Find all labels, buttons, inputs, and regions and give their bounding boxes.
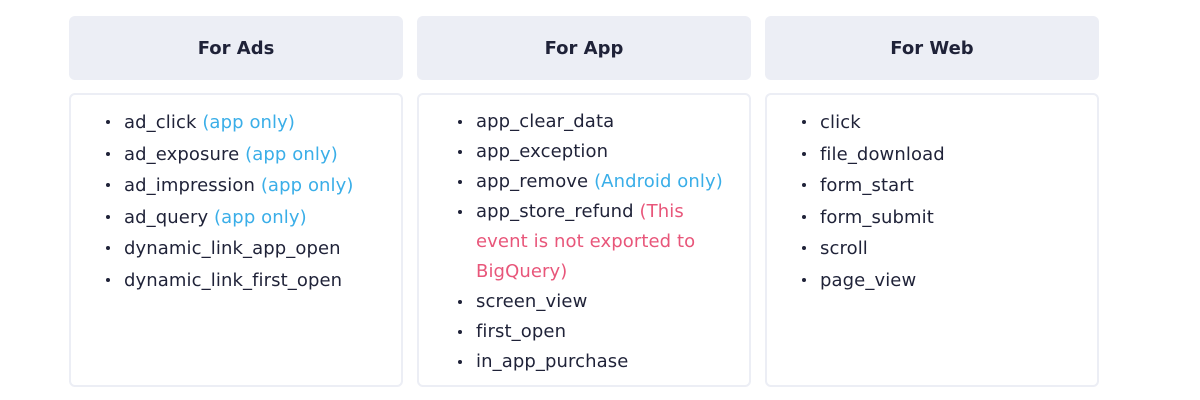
ads-column-header: For Ads	[69, 16, 403, 80]
list-item: dynamic_link_first_open	[104, 265, 391, 297]
event-name: file_download	[820, 143, 945, 165]
app-event-list-box: app_clear_data app_exception app_remove …	[417, 93, 751, 387]
event-name: ad_query	[124, 206, 209, 228]
event-name: form_submit	[820, 206, 934, 228]
list-item: app_remove (Android only)	[456, 167, 739, 197]
web-column: For Web click file_download form_start f…	[765, 16, 1099, 387]
event-note: (Android only)	[594, 171, 723, 192]
event-name: in_app_purchase	[476, 351, 629, 372]
event-name: ad_click	[124, 112, 197, 133]
list-item: first_open	[456, 317, 739, 347]
event-name: form_start	[820, 175, 914, 196]
event-note: (This	[639, 201, 684, 222]
event-name: ad_exposure	[124, 143, 240, 165]
list-item: ad_query (app only)	[104, 202, 391, 234]
event-note: (app only)	[214, 206, 307, 228]
list-item: scroll	[800, 233, 1087, 265]
list-item: app_clear_data	[456, 107, 739, 137]
web-event-list: click file_download form_start form_subm…	[767, 107, 1087, 296]
event-name: app_store_refund	[476, 201, 634, 222]
list-item: screen_view	[456, 287, 739, 317]
list-item: click	[800, 107, 1087, 139]
event-name: first_open	[476, 321, 567, 342]
web-event-list-box: click file_download form_start form_subm…	[765, 93, 1099, 387]
event-note: BigQuery)	[476, 261, 568, 282]
list-item: page_view	[800, 265, 1087, 297]
ads-event-list: ad_click (app only) ad_exposure (app onl…	[71, 107, 391, 296]
list-item: ad_impression (app only)	[104, 170, 391, 202]
event-name: page_view	[820, 269, 917, 291]
event-note: (app only)	[245, 143, 338, 165]
app-column: For App app_clear_data app_exception app…	[417, 16, 751, 387]
list-item: form_start	[800, 170, 1087, 202]
event-name: click	[820, 112, 861, 133]
event-note: (app only)	[260, 175, 354, 196]
event-name: dynamic_link_app_open	[124, 238, 341, 259]
event-name: screen_view	[476, 291, 588, 312]
event-note: (app only)	[202, 112, 296, 133]
list-item: app_exception	[456, 137, 739, 167]
web-column-header: For Web	[765, 16, 1099, 80]
event-name: dynamic_link_first_open	[124, 269, 343, 291]
list-item: dynamic_link_app_open	[104, 233, 391, 265]
event-name: app_clear_data	[476, 111, 615, 132]
event-columns: For Ads ad_click (app only) ad_exposure …	[69, 16, 1099, 387]
ads-column: For Ads ad_click (app only) ad_exposure …	[69, 16, 403, 387]
event-name: app_exception	[476, 141, 609, 162]
list-item: ad_click (app only)	[104, 107, 391, 139]
list-item: app_store_refund (This event is not expor…	[456, 197, 739, 287]
list-item: file_download	[800, 139, 1087, 171]
list-item: in_app_purchase	[456, 347, 739, 377]
ads-event-list-box: ad_click (app only) ad_exposure (app onl…	[69, 93, 403, 387]
app-column-header: For App	[417, 16, 751, 80]
list-item: ad_exposure (app only)	[104, 139, 391, 171]
list-item: form_submit	[800, 202, 1087, 234]
event-name: app_remove	[476, 171, 589, 192]
event-name: ad_impression	[124, 175, 255, 196]
app-event-list: app_clear_data app_exception app_remove …	[419, 107, 739, 377]
event-note: event is not exported to	[476, 231, 696, 252]
event-name: scroll	[820, 238, 868, 259]
